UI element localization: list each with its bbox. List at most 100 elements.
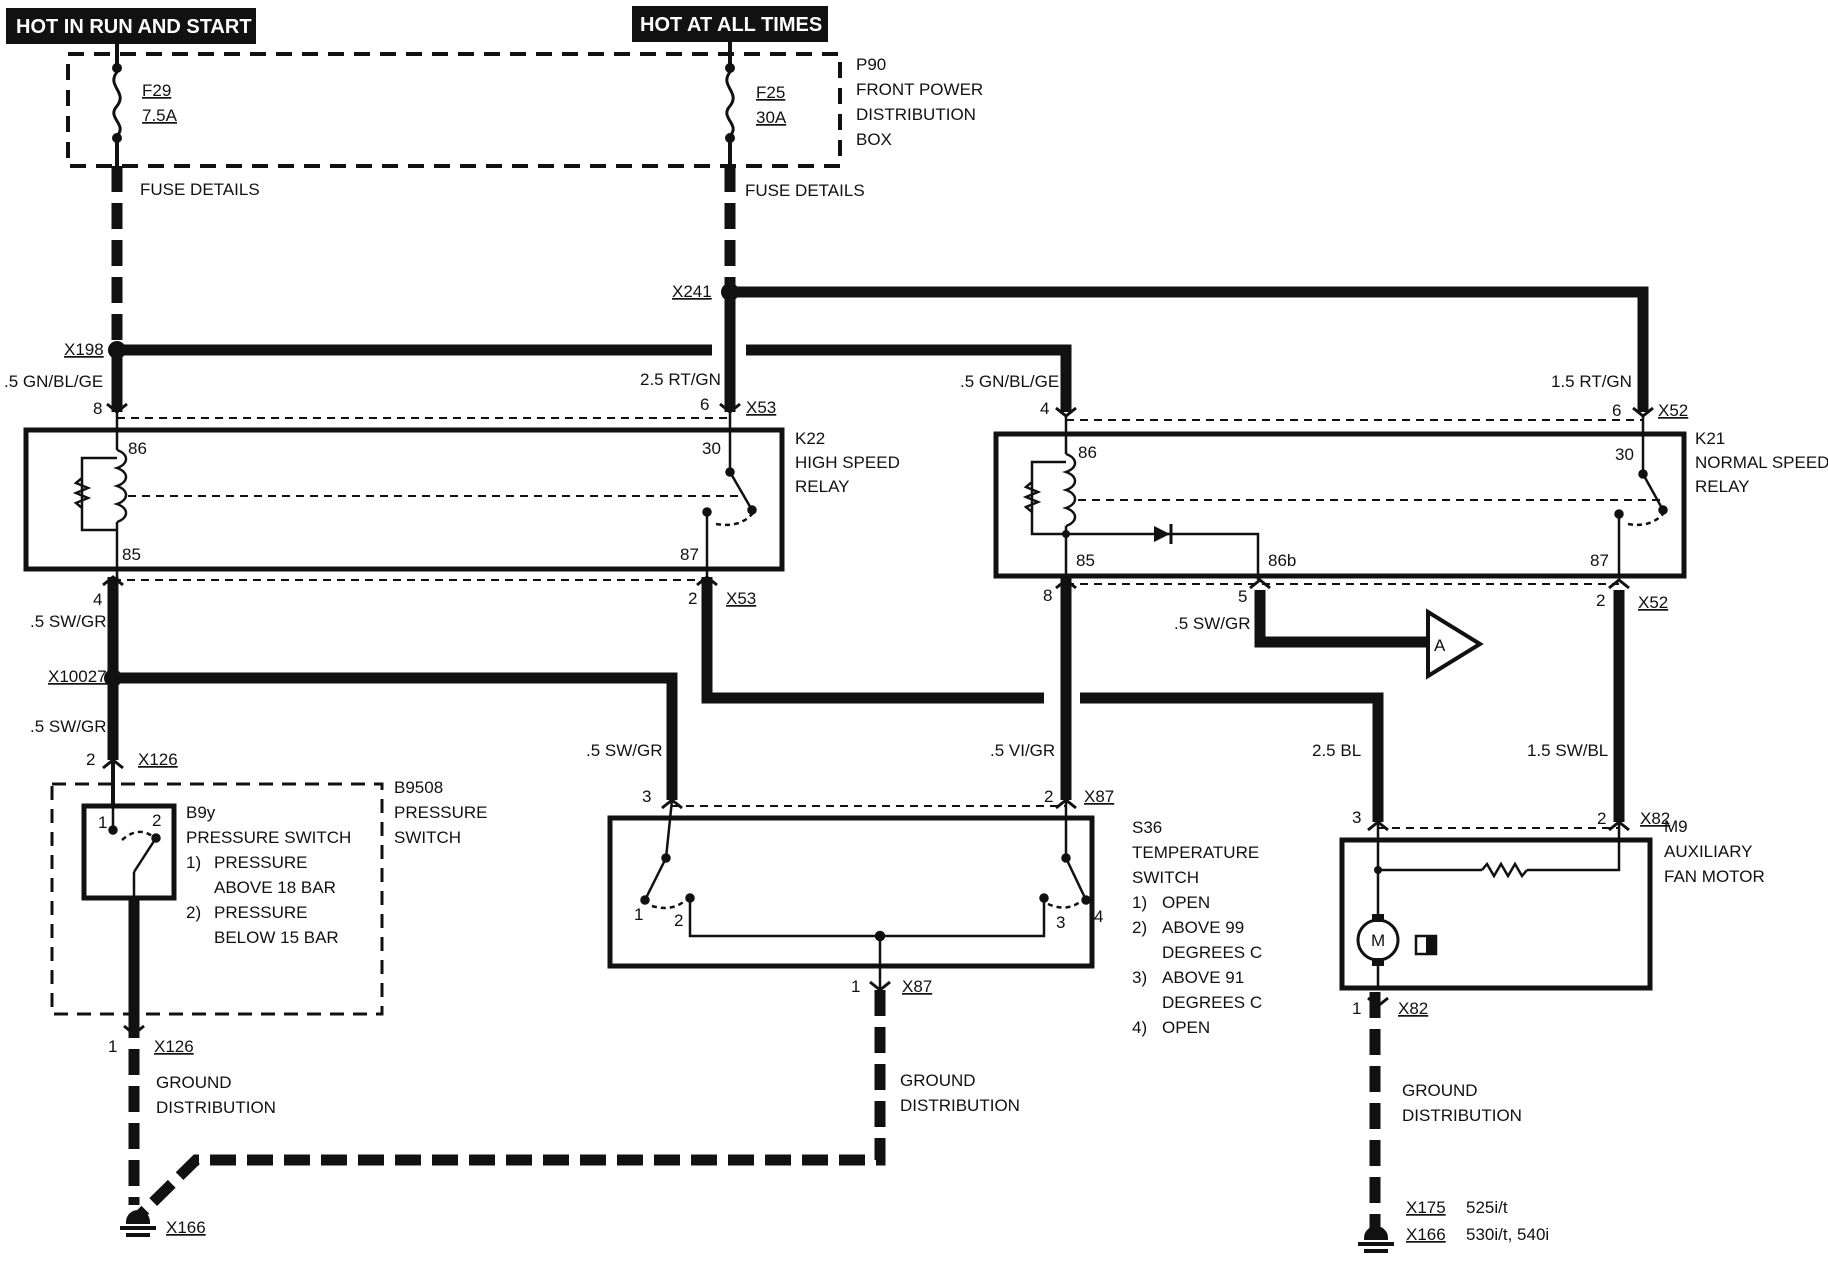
b9y-id: B9y [186, 803, 216, 822]
header-hot-run-start-label: HOT IN RUN AND START [16, 16, 252, 38]
fuse-details-left: FUSE DETAILS [140, 180, 260, 199]
s36-connector-x87-top: X87 [1084, 787, 1114, 806]
ground-left-line2: DISTRIBUTION [156, 1098, 276, 1117]
fuse-f25-id: F25 [756, 83, 785, 102]
relay-k21-switch-icon [1614, 414, 1668, 580]
motor-icon: M [1356, 914, 1400, 966]
ground-symbol-left-icon [120, 1210, 156, 1237]
relay-k22-coil-icon [72, 412, 745, 577]
s36-s4: OPEN [1162, 1018, 1210, 1037]
relay-k22-switch-icon [702, 412, 757, 577]
s36-s3a: ABOVE 91 [1162, 968, 1244, 987]
fuse-box-line3: BOX [856, 130, 892, 149]
k22-line1: HIGH SPEED [795, 453, 900, 472]
relay-k22 [23, 412, 785, 581]
s36-pin-3: 3 [642, 787, 651, 806]
k21-id: K21 [1695, 429, 1725, 448]
wire-label-sw-gr-3: .5 SW/GR [1174, 614, 1251, 633]
pressure-switch-b9508 [50, 766, 384, 1016]
s36-pin-2: 2 [1044, 787, 1053, 806]
splice-x198-label: X198 [64, 340, 104, 359]
k21-term-87: 87 [1590, 551, 1609, 570]
fuse-f29-rating: 7.5A [142, 106, 178, 125]
resistor-icon [1481, 861, 1528, 879]
relay-k21-coil-icon [1022, 414, 1665, 580]
ground-left-line1: GROUND [156, 1073, 232, 1092]
ground-left-connector-x166: X166 [166, 1218, 206, 1237]
wire-label-sw-gr-2: .5 SW/GR [30, 717, 107, 736]
header-hot-run-start: HOT IN RUN AND START [6, 8, 256, 44]
s36-id: S36 [1132, 818, 1162, 837]
b9508-id: B9508 [394, 778, 443, 797]
motor-letter: M [1371, 931, 1385, 950]
k21-connector-x52-top: X52 [1658, 401, 1688, 420]
ground-right-model-525: 525i/t [1466, 1198, 1508, 1217]
diode-icon [1154, 524, 1173, 544]
splice-x198-dot [108, 341, 126, 359]
wire-label-vi-gr: .5 VI/GR [990, 741, 1055, 760]
k21-pin-2: 2 [1596, 591, 1605, 610]
s36-n4: 4) [1132, 1018, 1147, 1037]
m9-pin-1: 1 [1352, 999, 1361, 1018]
b9508-bottom-pin-1: 1 [108, 1037, 117, 1056]
splice-x10027-label: X10027 [48, 667, 107, 686]
s36-contact-4: 4 [1094, 907, 1103, 926]
wire-label-gn-bl-ge-left: .5 GN/BL/GE [4, 372, 103, 391]
fuse-box-line2: DISTRIBUTION [856, 105, 976, 124]
k21-pin-8: 8 [1043, 586, 1052, 605]
b9508-line1: PRESSURE [394, 803, 488, 822]
off-page-arrow-a-icon: A [1426, 608, 1484, 680]
k22-connector-x53-bottom: X53 [726, 589, 756, 608]
ground-right-connector-x175: X175 [1406, 1198, 1446, 1217]
pressure-switch-contact-icon [108, 766, 161, 898]
m9-connector-x82-bottom: X82 [1398, 999, 1428, 1018]
wire-label-sw-bl: 1.5 SW/BL [1527, 741, 1608, 760]
m9-pin-2: 2 [1597, 809, 1606, 828]
header-hot-all-times-label: HOT AT ALL TIMES [640, 14, 822, 36]
component-detail-icon [1414, 934, 1438, 956]
b9508-line2: SWITCH [394, 828, 461, 847]
k21-term-30: 30 [1615, 445, 1634, 464]
s36-s3b: DEGREES C [1162, 993, 1262, 1012]
fuse-f29-icon [112, 71, 122, 138]
k21-pin-4: 4 [1040, 399, 1049, 418]
wire-label-bl-25: 2.5 BL [1312, 741, 1361, 760]
splice-x241-dot [721, 283, 739, 301]
ground-right-line1: GROUND [1402, 1081, 1478, 1100]
wiring [107, 166, 1649, 1232]
splice-x241-label: X241 [672, 282, 712, 301]
fuse-f25-rating: 30A [756, 108, 787, 127]
b9508-top-pin-2: 2 [86, 750, 95, 769]
connector-marks [102, 402, 1654, 1036]
wire-label-rt-gn-15: 1.5 RT/GN [1551, 372, 1632, 391]
s36-contact-1: 1 [634, 905, 643, 924]
k21-term-85: 85 [1076, 551, 1095, 570]
s36-n3: 3) [1132, 968, 1147, 987]
ground-symbol-right-icon [1358, 1226, 1394, 1253]
k21-line1: NORMAL SPEED [1695, 453, 1828, 472]
b9508-connector-x126-bottom: X126 [154, 1037, 194, 1056]
b9y-n1: 1) [186, 853, 201, 872]
fan-motor-m9: M [1339, 822, 1653, 991]
k22-term-87: 87 [680, 545, 699, 564]
b9y-s2b: BELOW 15 BAR [214, 928, 339, 947]
pressure-switch-pin2: 2 [152, 811, 161, 830]
k22-pin-6: 6 [700, 395, 709, 414]
wire-label-rt-gn-25: 2.5 RT/GN [640, 370, 721, 389]
s36-contact-2: 2 [674, 911, 683, 930]
ground-right-line2: DISTRIBUTION [1402, 1106, 1522, 1125]
k21-line2: RELAY [1695, 477, 1750, 496]
arrow-a-label: A [1434, 636, 1446, 655]
s36-connector-x87-bottom: X87 [902, 977, 932, 996]
ground-right-model-530: 530i/t, 540i [1466, 1225, 1549, 1244]
k21-term-86b: 86b [1268, 551, 1296, 570]
s36-n2: 2) [1132, 918, 1147, 937]
m9-id: M9 [1664, 817, 1688, 836]
fuse-details-right: FUSE DETAILS [745, 181, 865, 200]
wire-label-sw-gr-1: .5 SW/GR [30, 612, 107, 631]
wire-label-gn-bl-ge-right: .5 GN/BL/GE [960, 372, 1059, 391]
m9-pin-3: 3 [1352, 808, 1361, 827]
fuse-box-line1: FRONT POWER [856, 80, 983, 99]
fuse-f29-id: F29 [142, 81, 171, 100]
